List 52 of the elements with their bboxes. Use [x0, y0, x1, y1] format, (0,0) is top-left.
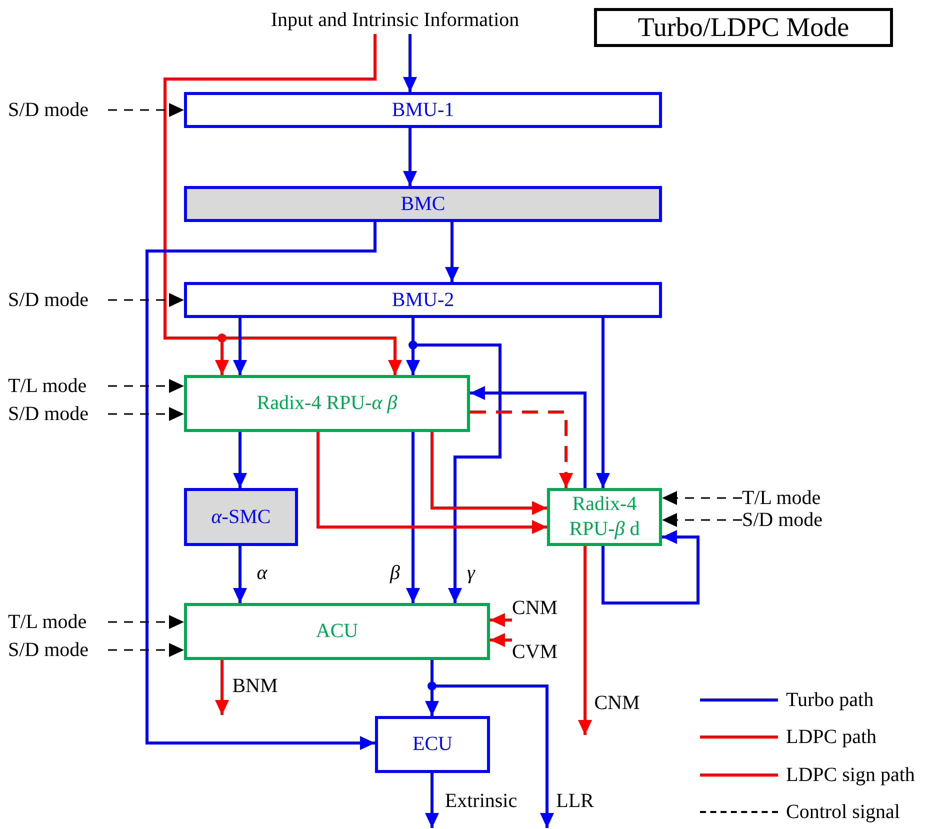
title-box: Turbo/LDPC Mode: [594, 8, 893, 47]
signal-label: S/D mode: [8, 401, 108, 427]
signal-label: S/D mode: [742, 508, 834, 532]
arrow: [470, 386, 586, 488]
arrow: [316, 432, 547, 534]
arrow: [108, 103, 184, 117]
block-box: α-SMC: [184, 488, 298, 546]
arrow: [662, 513, 742, 527]
block-box: BMU-2: [184, 282, 662, 318]
arrow: [602, 530, 700, 604]
arrow: [233, 432, 247, 488]
signal-label: T/L mode: [742, 486, 834, 510]
block-box: Radix-4 RPU-β d: [547, 488, 662, 546]
legend-label: Turbo path: [786, 690, 874, 710]
arrow: [406, 432, 420, 603]
arrow: [490, 633, 512, 647]
arrow: [403, 128, 417, 186]
edge-label: β: [388, 563, 402, 583]
signal-label: S/D mode: [8, 637, 108, 663]
signal-label: T/L mode: [8, 609, 108, 635]
arrow: [403, 34, 417, 92]
arrow: [146, 222, 376, 750]
arrow: [490, 613, 512, 627]
legend-label: Control signal: [786, 802, 900, 822]
block-box: ECU: [375, 716, 490, 773]
arrow: [233, 318, 247, 375]
legend-label: LDPC path: [786, 727, 877, 747]
arrow: [215, 660, 229, 715]
arrow: [108, 643, 184, 657]
arrow: [108, 293, 184, 307]
arrow: [470, 410, 573, 488]
arrow: [662, 491, 742, 505]
signal-label: S/D mode: [8, 287, 108, 313]
signal-label: CVM: [512, 640, 572, 664]
arrow: [108, 615, 184, 629]
block-box: ACU: [184, 603, 490, 660]
legend-label: LDPC sign path: [786, 765, 915, 785]
signal-label: T/L mode: [8, 373, 108, 399]
arrow: [445, 222, 459, 282]
arrow: [108, 407, 184, 421]
arrow: [108, 379, 184, 393]
block-box: BMU-1: [184, 92, 662, 128]
signal-label: S/D mode: [8, 97, 108, 123]
block-box: BMC: [184, 186, 662, 222]
signal-label: Input and Intrinsic Information: [248, 6, 542, 34]
arrow: [596, 318, 610, 488]
arrow: [233, 546, 247, 603]
signal-label: CNM: [512, 596, 572, 620]
block-box: Radix-4 RPU-α β: [184, 375, 470, 432]
arrow: [430, 432, 547, 515]
arrow: [578, 546, 592, 735]
arrow: [425, 773, 439, 828]
